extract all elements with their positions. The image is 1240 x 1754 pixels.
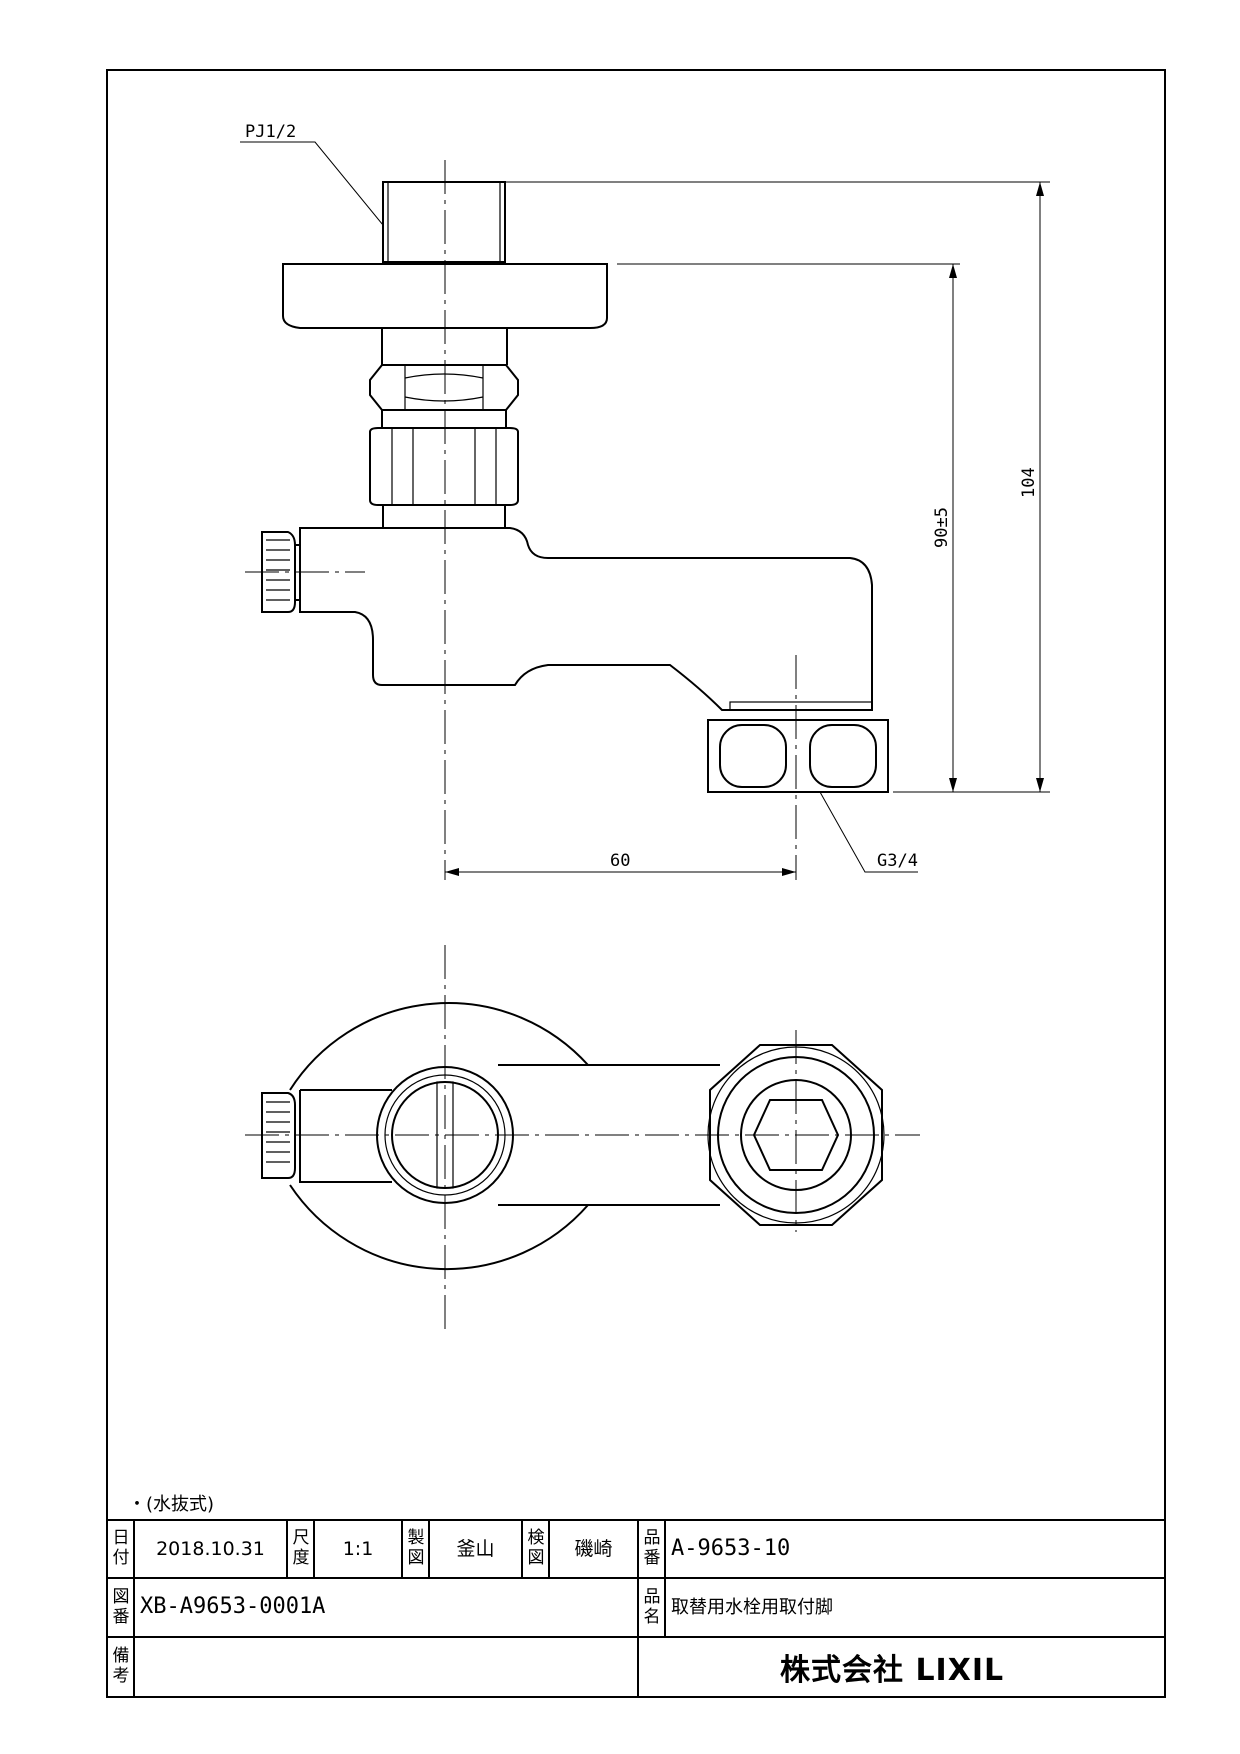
outlet-nut [707,719,889,793]
label-scale: 尺度 [292,1528,310,1568]
drawing-border [106,69,1166,1698]
hex-nut-lower [369,427,519,506]
label-dim-104: 104 [1019,467,1039,498]
inlet-pipe [382,181,506,263]
hex-nut-upper [369,364,519,411]
value-checked: 磯崎 [574,1537,613,1560]
value-part-no: A-9653-10 [671,1535,791,1561]
label-date: 日付 [112,1528,130,1568]
label-dim-90: 90±5 [932,507,952,548]
hex-socket [752,1099,840,1171]
escutcheon-plate [282,263,608,329]
outlet-hex-top [709,1044,883,1226]
dimensions [240,141,1050,876]
inlet-circle-outer [376,1066,514,1204]
value-part-name: 取替用水栓用取付脚 [671,1596,833,1618]
label-outlet-thread: G3/4 [877,851,918,871]
value-scale: 1:1 [342,1537,374,1560]
company-logo: 株式会社 LIXIL [780,1653,1005,1688]
label-part-no: 品番 [643,1528,661,1568]
value-remarks [134,1637,638,1697]
label-part-name: 品名 [643,1587,661,1627]
valve-body [299,527,873,711]
label-inlet-thread: PJ1/2 [245,122,296,142]
label-checked: 検図 [527,1528,545,1568]
top-view [245,945,920,1330]
escutcheon-circle [289,1002,589,1271]
label-drawing-no: 図番 [112,1587,130,1627]
front-view [245,160,889,880]
note-drain-type: ・(水抜式) [128,1494,215,1515]
drain-knob [261,531,296,613]
label-remarks: 備考 [112,1646,130,1686]
label-dim-60: 60 [610,851,630,871]
value-date: 2018.10.31 [156,1537,265,1560]
label-drawn: 製図 [407,1528,425,1568]
title-block-lines [107,1519,1165,1697]
value-drawing-no: XB-A9653-0001A [140,1594,326,1620]
body-top [299,1064,720,1206]
drain-knob-top [261,1092,296,1179]
value-drawn: 釜山 [456,1537,495,1560]
